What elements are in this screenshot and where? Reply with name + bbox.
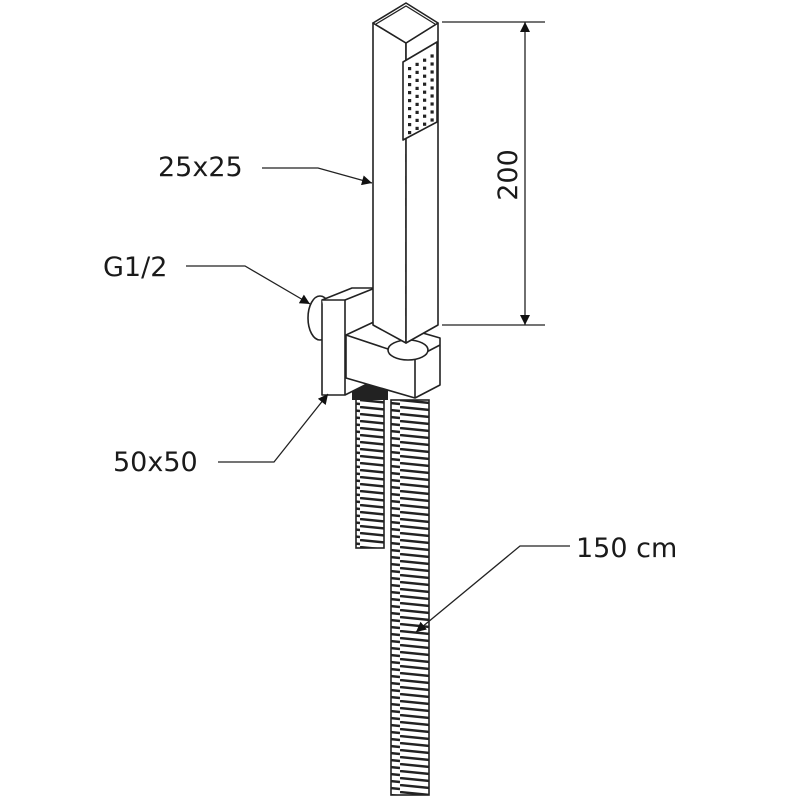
nozzle-dot <box>415 86 419 90</box>
height-dimension: 200 <box>442 21 545 326</box>
nozzle-dot <box>415 102 419 106</box>
nozzle-dot <box>430 54 434 58</box>
nozzle-dot <box>423 58 427 62</box>
nozzle-dot <box>408 67 412 71</box>
leader-bracket-size: 50x50 <box>113 393 329 478</box>
nozzle-dot <box>423 66 427 70</box>
nozzle-dot <box>430 78 434 82</box>
thread-label: G1/2 <box>103 252 167 283</box>
nozzle-dot <box>408 131 412 135</box>
nozzle-dot <box>415 94 419 98</box>
nozzle-dot <box>408 107 412 111</box>
leader-hose-length: 150 cm <box>415 533 677 633</box>
nozzle-dot <box>415 62 419 66</box>
nozzle-dot <box>423 114 427 118</box>
nozzle-dot <box>408 83 412 87</box>
nozzle-dot <box>430 102 434 106</box>
nozzle-dot <box>408 115 412 119</box>
spray-nozzle-panel <box>402 41 438 141</box>
nozzle-dot <box>415 126 419 130</box>
nozzle-dot <box>430 86 434 90</box>
inlet-hose <box>352 380 388 549</box>
nozzle-dot <box>408 123 412 127</box>
hand-shower <box>372 2 439 344</box>
nozzle-dot <box>415 70 419 74</box>
nozzle-dot <box>430 94 434 98</box>
nozzle-dot <box>430 62 434 66</box>
nozzle-dot <box>415 118 419 122</box>
nozzle-dot <box>408 75 412 79</box>
long-hose <box>390 399 430 796</box>
nozzle-dot <box>423 122 427 126</box>
nozzle-dot <box>430 118 434 122</box>
nozzle-dot <box>423 82 427 86</box>
nozzle-dot <box>423 98 427 102</box>
nozzle-dot <box>430 110 434 114</box>
leader-thread: G1/2 <box>103 252 311 305</box>
nozzle-dot <box>408 99 412 103</box>
nozzle-dot <box>408 91 412 95</box>
nozzle-dot <box>423 90 427 94</box>
nozzle-dot <box>415 78 419 82</box>
nozzle-dot <box>430 70 434 74</box>
handset-size-label: 25x25 <box>158 152 243 183</box>
nozzle-dot <box>415 110 419 114</box>
hose-length-label: 150 cm <box>576 533 677 564</box>
bracket-size-label: 50x50 <box>113 447 198 478</box>
height-label: 200 <box>493 149 524 201</box>
nozzle-dot <box>423 74 427 78</box>
leader-handset-size: 25x25 <box>158 152 373 186</box>
nozzle-dot <box>423 106 427 110</box>
